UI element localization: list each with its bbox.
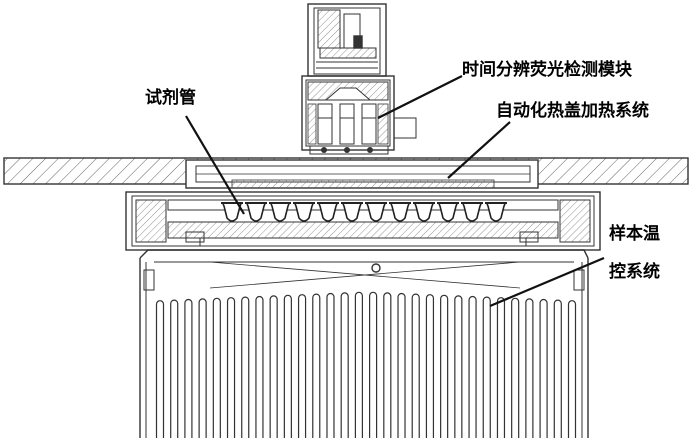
heat-sink-fins (155, 291, 577, 438)
leader-heated-lid (447, 121, 511, 179)
label-heated-lid: 自动化热盖加热系统 (496, 101, 649, 121)
reagent-tube (462, 203, 482, 222)
reagent-tube (318, 203, 338, 222)
reagent-tube (246, 203, 266, 222)
label-temp-control-line1: 样本温 (609, 224, 660, 244)
reagent-tube (438, 203, 458, 222)
heat-sink-fin (297, 294, 307, 438)
reagent-tube (414, 203, 434, 222)
heat-sink (139, 249, 589, 438)
reagent-tube (390, 203, 410, 222)
heat-sink-fin (411, 293, 420, 438)
reagent-tube (294, 203, 314, 222)
heat-sink-fin (383, 292, 392, 438)
temp-control-frame (125, 191, 601, 251)
heat-sink-fin (241, 296, 250, 438)
heat-sink-fin (269, 295, 278, 438)
heat-sink-fin (283, 294, 292, 438)
leader-temp-control (489, 256, 605, 308)
detection-module-upper (307, 3, 387, 77)
heat-sink-fin (539, 298, 548, 438)
label-reagent-tube: 试剂管 (145, 88, 196, 108)
heat-sink-fin (553, 299, 562, 438)
heat-sink-fin (482, 296, 491, 438)
heat-sink-fin (198, 298, 207, 438)
heat-sink-fin (511, 297, 520, 438)
heat-sink-fin (212, 297, 221, 438)
heat-sink-fin (369, 291, 378, 438)
heat-sink-fin (354, 291, 363, 438)
heat-sink-fin (326, 292, 335, 438)
heat-sink-fin (468, 295, 477, 438)
reagent-tube (486, 203, 506, 222)
heat-sink-fin (440, 294, 449, 438)
reagent-tube-row (221, 202, 507, 222)
heat-sink-fin (397, 292, 406, 438)
reagent-tube (342, 203, 362, 222)
heat-sink-fin (525, 298, 534, 438)
heat-sink-fin (170, 299, 179, 438)
heat-sink-fin (155, 300, 165, 438)
heat-sink-fin (312, 293, 321, 438)
heat-sink-fin (425, 294, 435, 438)
reagent-tube (222, 203, 242, 222)
heat-sink-fin (184, 298, 193, 438)
heated-lid (185, 159, 539, 189)
detection-module-lower (301, 75, 417, 155)
reagent-tube (270, 203, 290, 222)
heat-sink-fin (226, 297, 236, 438)
heat-sink-fin (567, 300, 577, 438)
label-trf-module: 时间分辨荧光检测模块 (462, 60, 632, 80)
heat-sink-fin (255, 295, 264, 438)
heat-sink-fin (454, 295, 463, 438)
label-temp-control-line2: 控系统 (609, 262, 660, 282)
leader-trf-module (377, 75, 463, 119)
heat-sink-fin (340, 292, 349, 438)
leader-lines (185, 75, 605, 308)
leader-reagent-tube (185, 115, 245, 215)
reagent-tube (366, 203, 386, 222)
heat-sink-fin (496, 297, 506, 438)
